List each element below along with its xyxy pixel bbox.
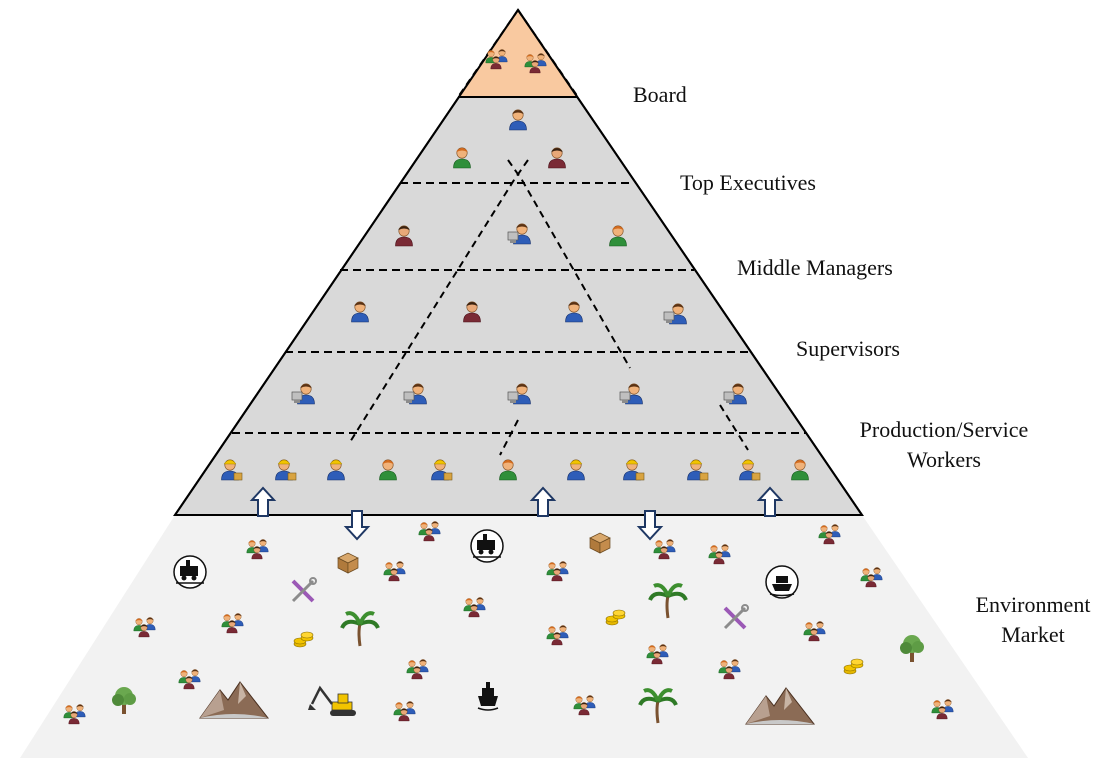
environment-band (20, 515, 1028, 758)
production-service-workers-label: Production/Service Workers (838, 415, 1050, 475)
supervisors-label: Supervisors (796, 336, 900, 361)
environment-market-label: Environment Market (958, 590, 1108, 650)
board-tier (458, 10, 578, 97)
tier-dividers (232, 182, 806, 434)
environment-label-line1: Environment (975, 592, 1091, 617)
production-label-line1: Production/Service (859, 417, 1029, 442)
board-label: Board (633, 82, 687, 107)
top-executives-label: Top Executives (680, 170, 816, 195)
production-label-line2: Workers (907, 447, 981, 472)
middle-managers-label: Middle Managers (737, 255, 893, 280)
reporting-lines (349, 159, 749, 456)
environment-label-line2: Market (1001, 622, 1065, 647)
